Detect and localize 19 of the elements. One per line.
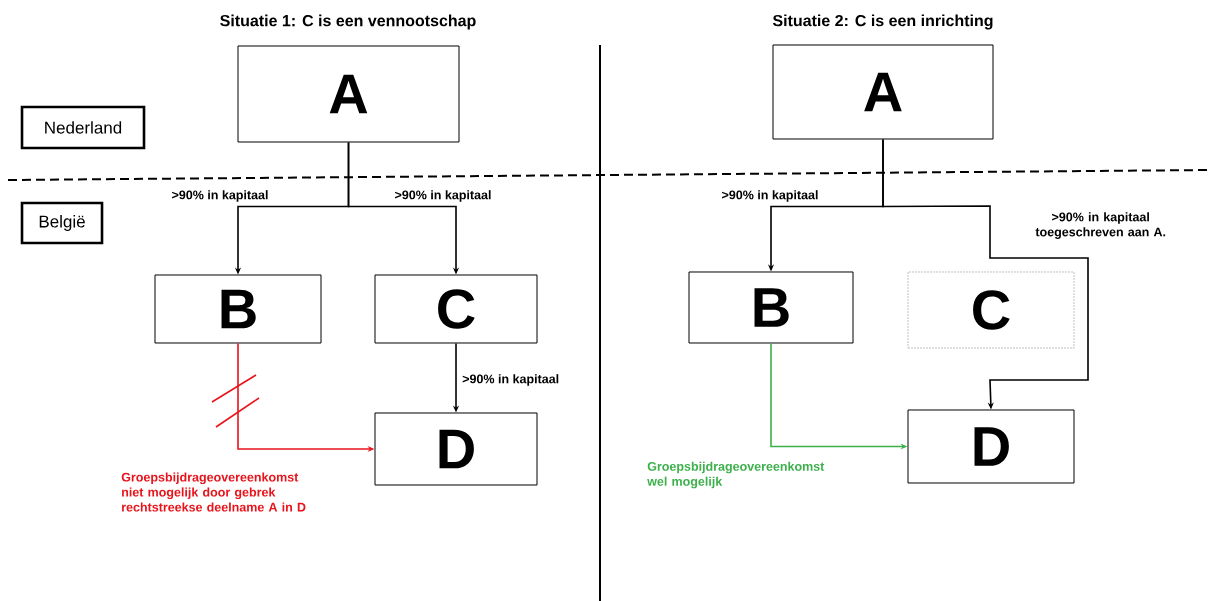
entity-box: C: [374, 274, 538, 344]
entity-box: A: [237, 45, 460, 143]
edge-label: >90% in kapitaal: [462, 374, 559, 386]
edge-label: >90% in kapitaal toegeschreven aan A.: [1035, 212, 1166, 239]
edge-label: >90% in kapitaal: [722, 190, 818, 202]
edge-label: Groepsbijdrageovereenkomst niet mogelijk door gebrek rechtstreekse deelname A in D: [121, 472, 306, 512]
entity-box: D: [907, 409, 1075, 484]
edge-label: >90% in kapitaal: [172, 190, 268, 202]
entity-box: B: [154, 274, 322, 344]
dashed-box: C: [907, 271, 1075, 349]
region-box: Nederland: [20, 105, 146, 150]
edge-label: >90% in kapitaal: [395, 190, 491, 202]
entity-box: D: [374, 412, 538, 486]
entity-box: B: [688, 271, 854, 344]
region-box: België: [20, 201, 104, 245]
section-heading: Situatie 2: C is een inrichting: [772, 14, 993, 30]
section-heading: Situatie 1: C is een vennootschap: [220, 14, 476, 30]
edge-label: Groepsbijdrageovereenkomst wel mogelijk: [647, 461, 825, 489]
entity-box: A: [772, 44, 994, 140]
